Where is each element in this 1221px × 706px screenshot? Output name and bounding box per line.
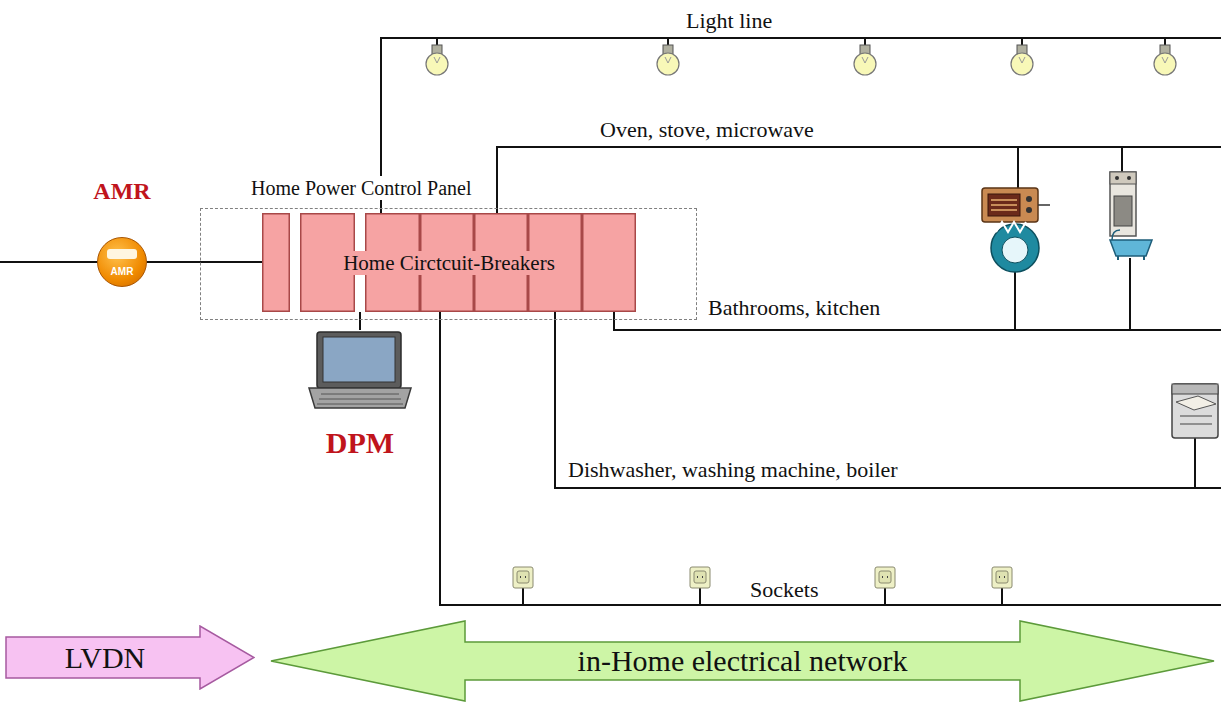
socket-wire xyxy=(440,310,1221,605)
meter-icon: AMR xyxy=(97,237,147,287)
amr-meter: AMR AMR xyxy=(72,176,172,288)
light-bulb xyxy=(1011,38,1033,75)
supply-wire xyxy=(0,261,97,263)
feeder-wire xyxy=(359,312,361,330)
light-bulb xyxy=(426,38,448,75)
arrow-label: in-Home electrical network xyxy=(578,644,908,678)
light-wire xyxy=(381,38,1221,216)
lvdn-arrow: LVDN xyxy=(5,625,255,690)
arrow-label: LVDN xyxy=(65,641,146,675)
circuit-label: Dishwasher, washing machine, boiler xyxy=(566,457,900,482)
breaker-label: Home Circtcuit-Breakers xyxy=(341,251,557,275)
circuit-breaker xyxy=(263,214,290,312)
sockets xyxy=(513,567,1012,605)
dishwasher-wire xyxy=(555,310,1221,488)
amr-title: AMR xyxy=(72,176,172,206)
wall-socket xyxy=(513,567,533,605)
laptop-icon xyxy=(305,330,415,410)
wall-socket xyxy=(690,567,710,605)
light-bulb xyxy=(1154,38,1176,75)
circuit-breaker xyxy=(583,214,636,312)
stove xyxy=(1110,172,1136,236)
circuit-label: Oven, stove, microwave xyxy=(598,117,816,142)
dpm-laptop: DPM xyxy=(305,330,415,462)
circuit-wires xyxy=(0,38,1221,605)
amr-badge: AMR xyxy=(111,266,134,277)
breaker-block: Home Circtcuit-Breakers xyxy=(262,213,636,312)
dpm-title: DPM xyxy=(305,426,415,460)
dishwasher xyxy=(1172,384,1218,438)
toaster-oven xyxy=(982,188,1050,222)
circuit-label: Sockets xyxy=(748,577,820,602)
network-arrow: in-Home electrical network xyxy=(270,620,1215,702)
feeder-wire xyxy=(147,261,262,263)
appliance-drops xyxy=(1015,147,1195,488)
light-bulb xyxy=(854,38,876,75)
circuit-label: Light line xyxy=(684,8,774,33)
panel-title: Home Power Control Panel xyxy=(248,176,475,200)
washing-machine xyxy=(991,222,1039,272)
bathtub xyxy=(1110,230,1152,260)
wall-socket xyxy=(992,567,1012,605)
wall-socket xyxy=(875,567,895,605)
control-panel: Home Power Control PanelHome Circtcuit-B… xyxy=(200,176,697,320)
bulbs xyxy=(426,38,1176,75)
light-bulb xyxy=(657,38,679,75)
circuit-label: Bathrooms, kitchen xyxy=(706,295,882,320)
